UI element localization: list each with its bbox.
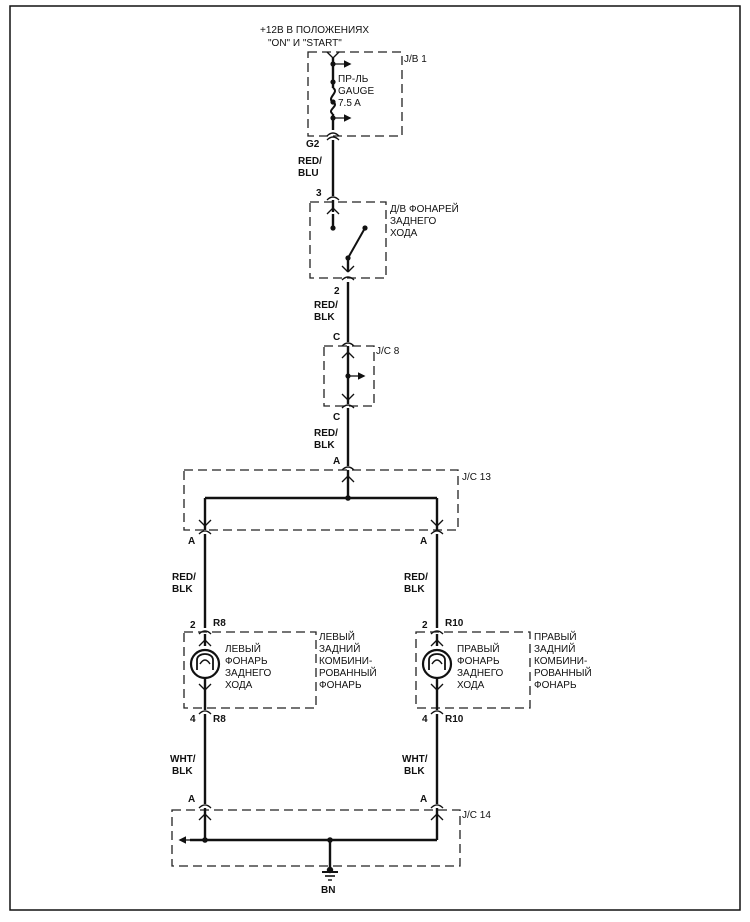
junction-connector-14: A A J/C 14 bbox=[171, 794, 491, 868]
left-lamp-box bbox=[183, 631, 317, 709]
jb1-name: J/B 1 bbox=[404, 54, 427, 65]
left-lamp-outer-line3: КОМБИНИ- bbox=[319, 656, 372, 667]
jc13-name: J/C 13 bbox=[462, 472, 491, 483]
left-lamp-outer-line1: ЛЕВЫЙ bbox=[319, 630, 355, 643]
wire-4-left-color-line2: BLK bbox=[172, 584, 193, 595]
wire-1-color-line2: BLU bbox=[298, 168, 319, 179]
jc13-box bbox=[183, 469, 459, 531]
right-lamp-outer-line1: ПРАВЫЙ bbox=[534, 630, 577, 643]
fuse-label-line1: ПР-ЛЬ bbox=[338, 74, 369, 85]
ground-symbol: BN bbox=[321, 866, 338, 896]
left-lamp-outer-line5: ФОНАРЬ bbox=[319, 680, 362, 691]
jc13-pin-top: A bbox=[333, 456, 340, 467]
wire-5-left-color-line1: WHT/ bbox=[170, 754, 196, 765]
wire-4-right-color-line2: BLK bbox=[404, 584, 425, 595]
wire-2-color-line2: BLK bbox=[314, 312, 335, 323]
left-lamp-conn-bottom: R8 bbox=[213, 714, 226, 725]
jc13-pin-right: A bbox=[420, 536, 427, 547]
ground-label: BN bbox=[321, 885, 335, 896]
fuse-label-line3: 7.5 A bbox=[338, 98, 361, 109]
wire-3-color-line2: BLK bbox=[314, 440, 335, 451]
wire-3-color-line1: RED/ bbox=[314, 428, 338, 439]
switch-label-line2: ЗАДНЕГО bbox=[390, 216, 437, 227]
right-lamp-conn-top: R10 bbox=[445, 618, 464, 629]
jc8-box bbox=[323, 345, 375, 407]
right-lamp-pin-bottom: 4 bbox=[422, 714, 428, 725]
right-lamp-conn-bottom: R10 bbox=[445, 714, 464, 725]
switch-pin-top: 3 bbox=[316, 188, 322, 199]
wire-4-left-color-line1: RED/ bbox=[172, 572, 196, 583]
jc8-name: J/C 8 bbox=[376, 346, 400, 357]
left-lamp-pin-bottom: 4 bbox=[190, 714, 196, 725]
diagram-frame bbox=[9, 5, 741, 911]
switch-label-line1: Д/В ФОНАРЕЙ bbox=[390, 202, 459, 215]
left-lamp-inner-line1: ЛЕВЫЙ bbox=[225, 642, 261, 655]
wire-2-color-line1: RED/ bbox=[314, 300, 338, 311]
right-lamp-inner-line4: ХОДА bbox=[457, 680, 485, 691]
left-lamp-pin-top: 2 bbox=[190, 620, 196, 631]
switch-label-line3: ХОДА bbox=[390, 228, 418, 239]
right-lamp-box bbox=[415, 631, 531, 709]
jc14-pin-left: A bbox=[188, 794, 195, 805]
jc14-name: J/C 14 bbox=[462, 810, 491, 821]
wire-5-right-color-line2: BLK bbox=[404, 766, 425, 777]
right-lamp-outer-line2: ЗАДНИЙ bbox=[534, 642, 575, 655]
jc13-pin-left: A bbox=[188, 536, 195, 547]
left-lamp-inner-line3: ЗАДНЕГО bbox=[225, 668, 272, 679]
right-lamp-outer-line3: КОМБИНИ- bbox=[534, 656, 587, 667]
left-lamp-inner-line4: ХОДА bbox=[225, 680, 253, 691]
reverse-light-switch: 3 Д/В ФОНАРЕЙ ЗАДНЕГО ХОДА 2 bbox=[309, 188, 459, 297]
right-lamp-outer-line5: ФОНАРЬ bbox=[534, 680, 577, 691]
wire-4-right-color-line1: RED/ bbox=[404, 572, 428, 583]
wire-5-left-color-line2: BLK bbox=[172, 766, 193, 777]
jb1-connector: G2 bbox=[306, 139, 320, 150]
left-lamp-outer-line2: ЗАДНИЙ bbox=[319, 642, 360, 655]
switch-pin-bottom: 2 bbox=[334, 286, 340, 297]
wire-5-right-color-line1: WHT/ bbox=[402, 754, 428, 765]
right-lamp-inner-line1: ПРАВЫЙ bbox=[457, 642, 500, 655]
switch-box bbox=[309, 201, 387, 279]
connector-g2-icon bbox=[326, 132, 340, 141]
right-lamp-outer-line4: РОВАННЫЙ bbox=[534, 666, 592, 679]
junction-connector-8: C J/C 8 C bbox=[323, 332, 400, 423]
wire-1-color-line1: RED/ bbox=[298, 156, 322, 167]
jc14-pin-right: A bbox=[420, 794, 427, 805]
jb1-box bbox=[307, 51, 403, 137]
junction-block-1: J/B 1 ПР-ЛЬ GAUGE 7.5 A G2 bbox=[306, 51, 427, 150]
left-lamp-outer-line4: РОВАННЫЙ bbox=[319, 666, 377, 679]
left-lamp-inner-line2: ФОНАРЬ bbox=[225, 656, 268, 667]
jc8-pin-bottom: C bbox=[333, 412, 340, 423]
left-lamp-conn-top: R8 bbox=[213, 618, 226, 629]
power-label-line1: +12В В ПОЛОЖЕНИЯХ bbox=[260, 25, 369, 36]
junction-connector-13: A J/C 13 A A bbox=[183, 456, 491, 547]
right-rear-combination-lamp: 2 R10 ПРАВЫЙ ФОНАРЬ ЗАДНЕГО ХОДА ПРАВЫЙ … bbox=[415, 618, 592, 725]
right-lamp-inner-line3: ЗАДНЕГО bbox=[457, 668, 504, 679]
right-lamp-inner-line2: ФОНАРЬ bbox=[457, 656, 500, 667]
left-rear-combination-lamp: 2 R8 ЛЕВЫЙ ФОНАРЬ ЗАДНЕГО ХОДА ЛЕВЫЙ ЗАД… bbox=[183, 618, 377, 725]
right-lamp-pin-top: 2 bbox=[422, 620, 428, 631]
fuse-label-line2: GAUGE bbox=[338, 86, 374, 97]
jc8-pin-top: C bbox=[333, 332, 340, 343]
jc14-box bbox=[171, 809, 461, 867]
power-label-line2: "ON" И "START" bbox=[268, 38, 342, 49]
